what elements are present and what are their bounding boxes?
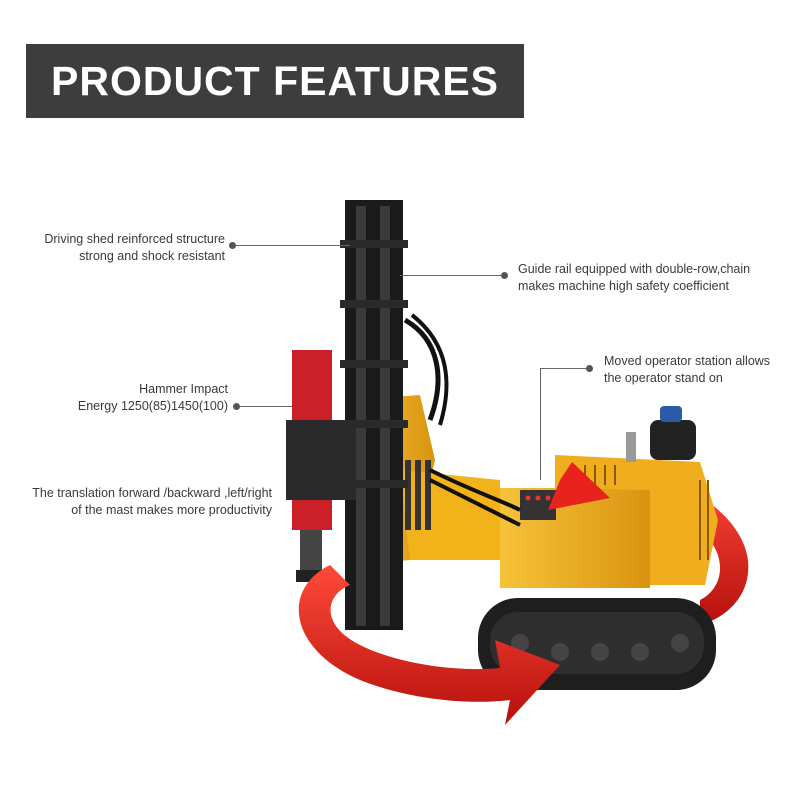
callout-dot xyxy=(586,365,593,372)
callout-leader-line xyxy=(232,245,350,246)
page-title: PRODUCT FEATURES xyxy=(50,57,500,104)
callout-operator-station: Moved operator station allows the operat… xyxy=(604,354,771,385)
callout-leader-line xyxy=(540,368,541,480)
callout-mast-translation: The translation forward /backward ,left/… xyxy=(32,486,272,517)
callout-driving-shed: Driving shed reinforced structure strong… xyxy=(44,232,225,263)
callout-dot xyxy=(229,242,236,249)
title-banner: PRODUCT FEATURES xyxy=(26,44,524,118)
callout-guide-rail: Guide rail equipped with double-row,chai… xyxy=(518,262,751,293)
mast-guide-rail xyxy=(345,200,403,630)
callout-hammer-impact: Hammer Impact Energy 1250(85)1450(100) xyxy=(77,382,228,413)
rotation-arrow-front xyxy=(298,565,560,725)
callout-leader-line xyxy=(540,368,590,369)
callout-dot xyxy=(501,272,508,279)
air-filter xyxy=(650,420,696,460)
callout-leader-line xyxy=(236,406,292,407)
callout-leader-line xyxy=(400,275,505,276)
callout-dot xyxy=(233,403,240,410)
